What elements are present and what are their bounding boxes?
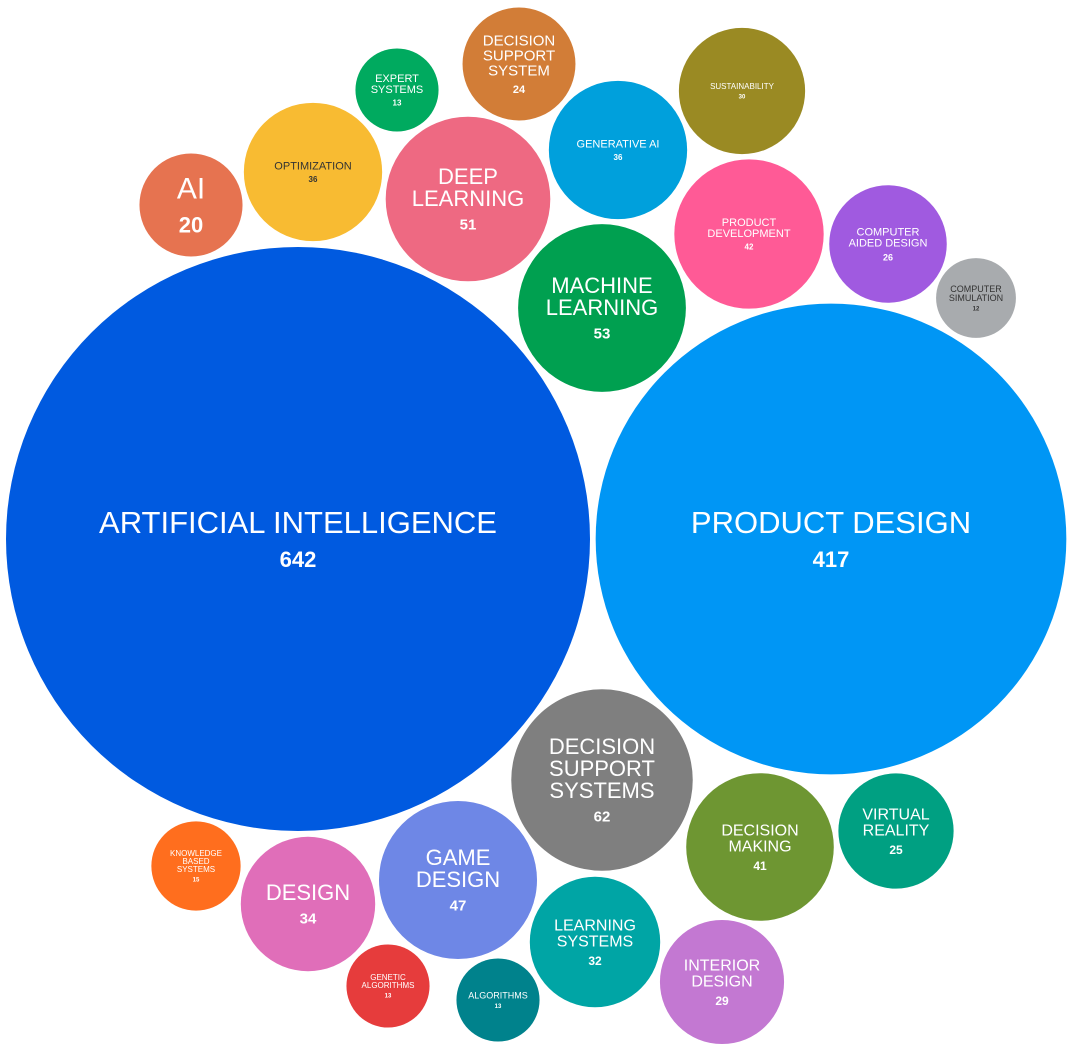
bubble-value-virtual-reality: 25 bbox=[889, 843, 903, 857]
bubble-circle-generative-ai[interactable] bbox=[548, 80, 688, 220]
bubble-circle-product-development[interactable] bbox=[674, 159, 824, 309]
bubble-circle-artificial-intelligence[interactable] bbox=[6, 247, 590, 831]
bubble-value-game-design: 47 bbox=[450, 897, 467, 914]
bubble-value-optimization: 36 bbox=[309, 175, 318, 184]
bubble-value-genetic-algorithms: 13 bbox=[385, 993, 392, 999]
bubble-circle-sustainability[interactable] bbox=[678, 27, 806, 155]
bubble-value-design: 34 bbox=[300, 910, 317, 927]
bubble-circle-knowledge-based-systems[interactable] bbox=[151, 821, 241, 911]
bubble-circle-decision-support-system[interactable] bbox=[462, 7, 576, 121]
bubble-value-computer-simulation: 12 bbox=[973, 306, 980, 312]
bubble-circle-design[interactable] bbox=[240, 836, 376, 972]
bubble-circle-virtual-reality[interactable] bbox=[838, 773, 954, 889]
bubble-label-ai: AI bbox=[177, 172, 205, 205]
bubble-value-knowledge-based-systems: 15 bbox=[193, 877, 200, 883]
bubble-circle-decision-making[interactable] bbox=[686, 773, 834, 921]
bubble-label-generative-ai: GENERATIVE AI bbox=[577, 139, 660, 151]
bubble-value-learning-systems: 32 bbox=[588, 954, 602, 968]
bubble-circle-decision-support-systems[interactable] bbox=[511, 689, 693, 871]
bubble-circle-machine-learning[interactable] bbox=[518, 224, 686, 392]
bubble-circle-game-design[interactable] bbox=[378, 800, 538, 960]
bubble-algorithms[interactable]: ALGORITHMS 13 bbox=[456, 958, 540, 1042]
bubble-label-sustainability: SUSTAINABILITY bbox=[710, 82, 775, 91]
bubble-circle-deep-learning[interactable] bbox=[385, 116, 551, 282]
bubble-value-machine-learning: 53 bbox=[594, 325, 611, 342]
bubble-value-product-design: 417 bbox=[813, 547, 850, 572]
bubble-circle-ai[interactable] bbox=[139, 153, 243, 257]
bubble-value-expert-systems: 13 bbox=[393, 99, 402, 108]
bubble-value-decision-support-system: 24 bbox=[513, 84, 526, 96]
bubble-circle-algorithms[interactable] bbox=[456, 958, 540, 1042]
bubble-value-algorithms: 13 bbox=[495, 1004, 502, 1010]
bubble-sustainability[interactable]: SUSTAINABILITY 30 bbox=[678, 27, 806, 155]
bubble-value-deep-learning: 51 bbox=[460, 216, 477, 233]
bubble-circle-expert-systems[interactable] bbox=[355, 48, 439, 132]
bubble-value-decision-support-systems: 62 bbox=[594, 808, 611, 825]
bubble-label-design: DESIGN bbox=[266, 880, 350, 905]
bubble-value-artificial-intelligence: 642 bbox=[280, 547, 317, 572]
bubble-generative-ai[interactable]: GENERATIVE AI 36 bbox=[548, 80, 688, 220]
bubble-value-generative-ai: 36 bbox=[614, 153, 623, 162]
bubble-ai[interactable]: AI 20 bbox=[139, 153, 243, 257]
bubble-label-algorithms: ALGORITHMS bbox=[468, 991, 528, 1001]
bubble-label-artificial-intelligence: ARTIFICIAL INTELLIGENCE bbox=[99, 505, 497, 540]
bubble-optimization[interactable]: OPTIMIZATION 36 bbox=[243, 102, 383, 242]
bubble-circle-product-design[interactable] bbox=[595, 303, 1067, 775]
bubble-value-computer-aided-design: 26 bbox=[883, 252, 893, 262]
bubble-artificial-intelligence[interactable]: ARTIFICIAL INTELLIGENCE 642 bbox=[6, 247, 590, 831]
bubble-circle-computer-simulation[interactable] bbox=[936, 258, 1016, 338]
bubble-circle-optimization[interactable] bbox=[243, 102, 383, 242]
bubble-circle-genetic-algorithms[interactable] bbox=[346, 944, 430, 1028]
bubble-circle-computer-aided-design[interactable] bbox=[829, 185, 947, 303]
bubble-label-product-design: PRODUCT DESIGN bbox=[691, 505, 971, 540]
bubble-label-optimization: OPTIMIZATION bbox=[274, 161, 351, 173]
bubble-value-ai: 20 bbox=[179, 213, 203, 238]
bubble-value-product-development: 42 bbox=[745, 243, 754, 252]
bubble-product-design[interactable]: PRODUCT DESIGN 417 bbox=[595, 303, 1067, 775]
bubble-circle-interior-design[interactable] bbox=[659, 919, 785, 1045]
bubble-value-sustainability: 30 bbox=[739, 94, 746, 100]
bubble-value-decision-making: 41 bbox=[753, 859, 767, 873]
bubble-design[interactable]: DESIGN 34 bbox=[240, 836, 376, 972]
bubble-value-interior-design: 29 bbox=[715, 994, 729, 1008]
bubble-circle-learning-systems[interactable] bbox=[529, 876, 661, 1008]
